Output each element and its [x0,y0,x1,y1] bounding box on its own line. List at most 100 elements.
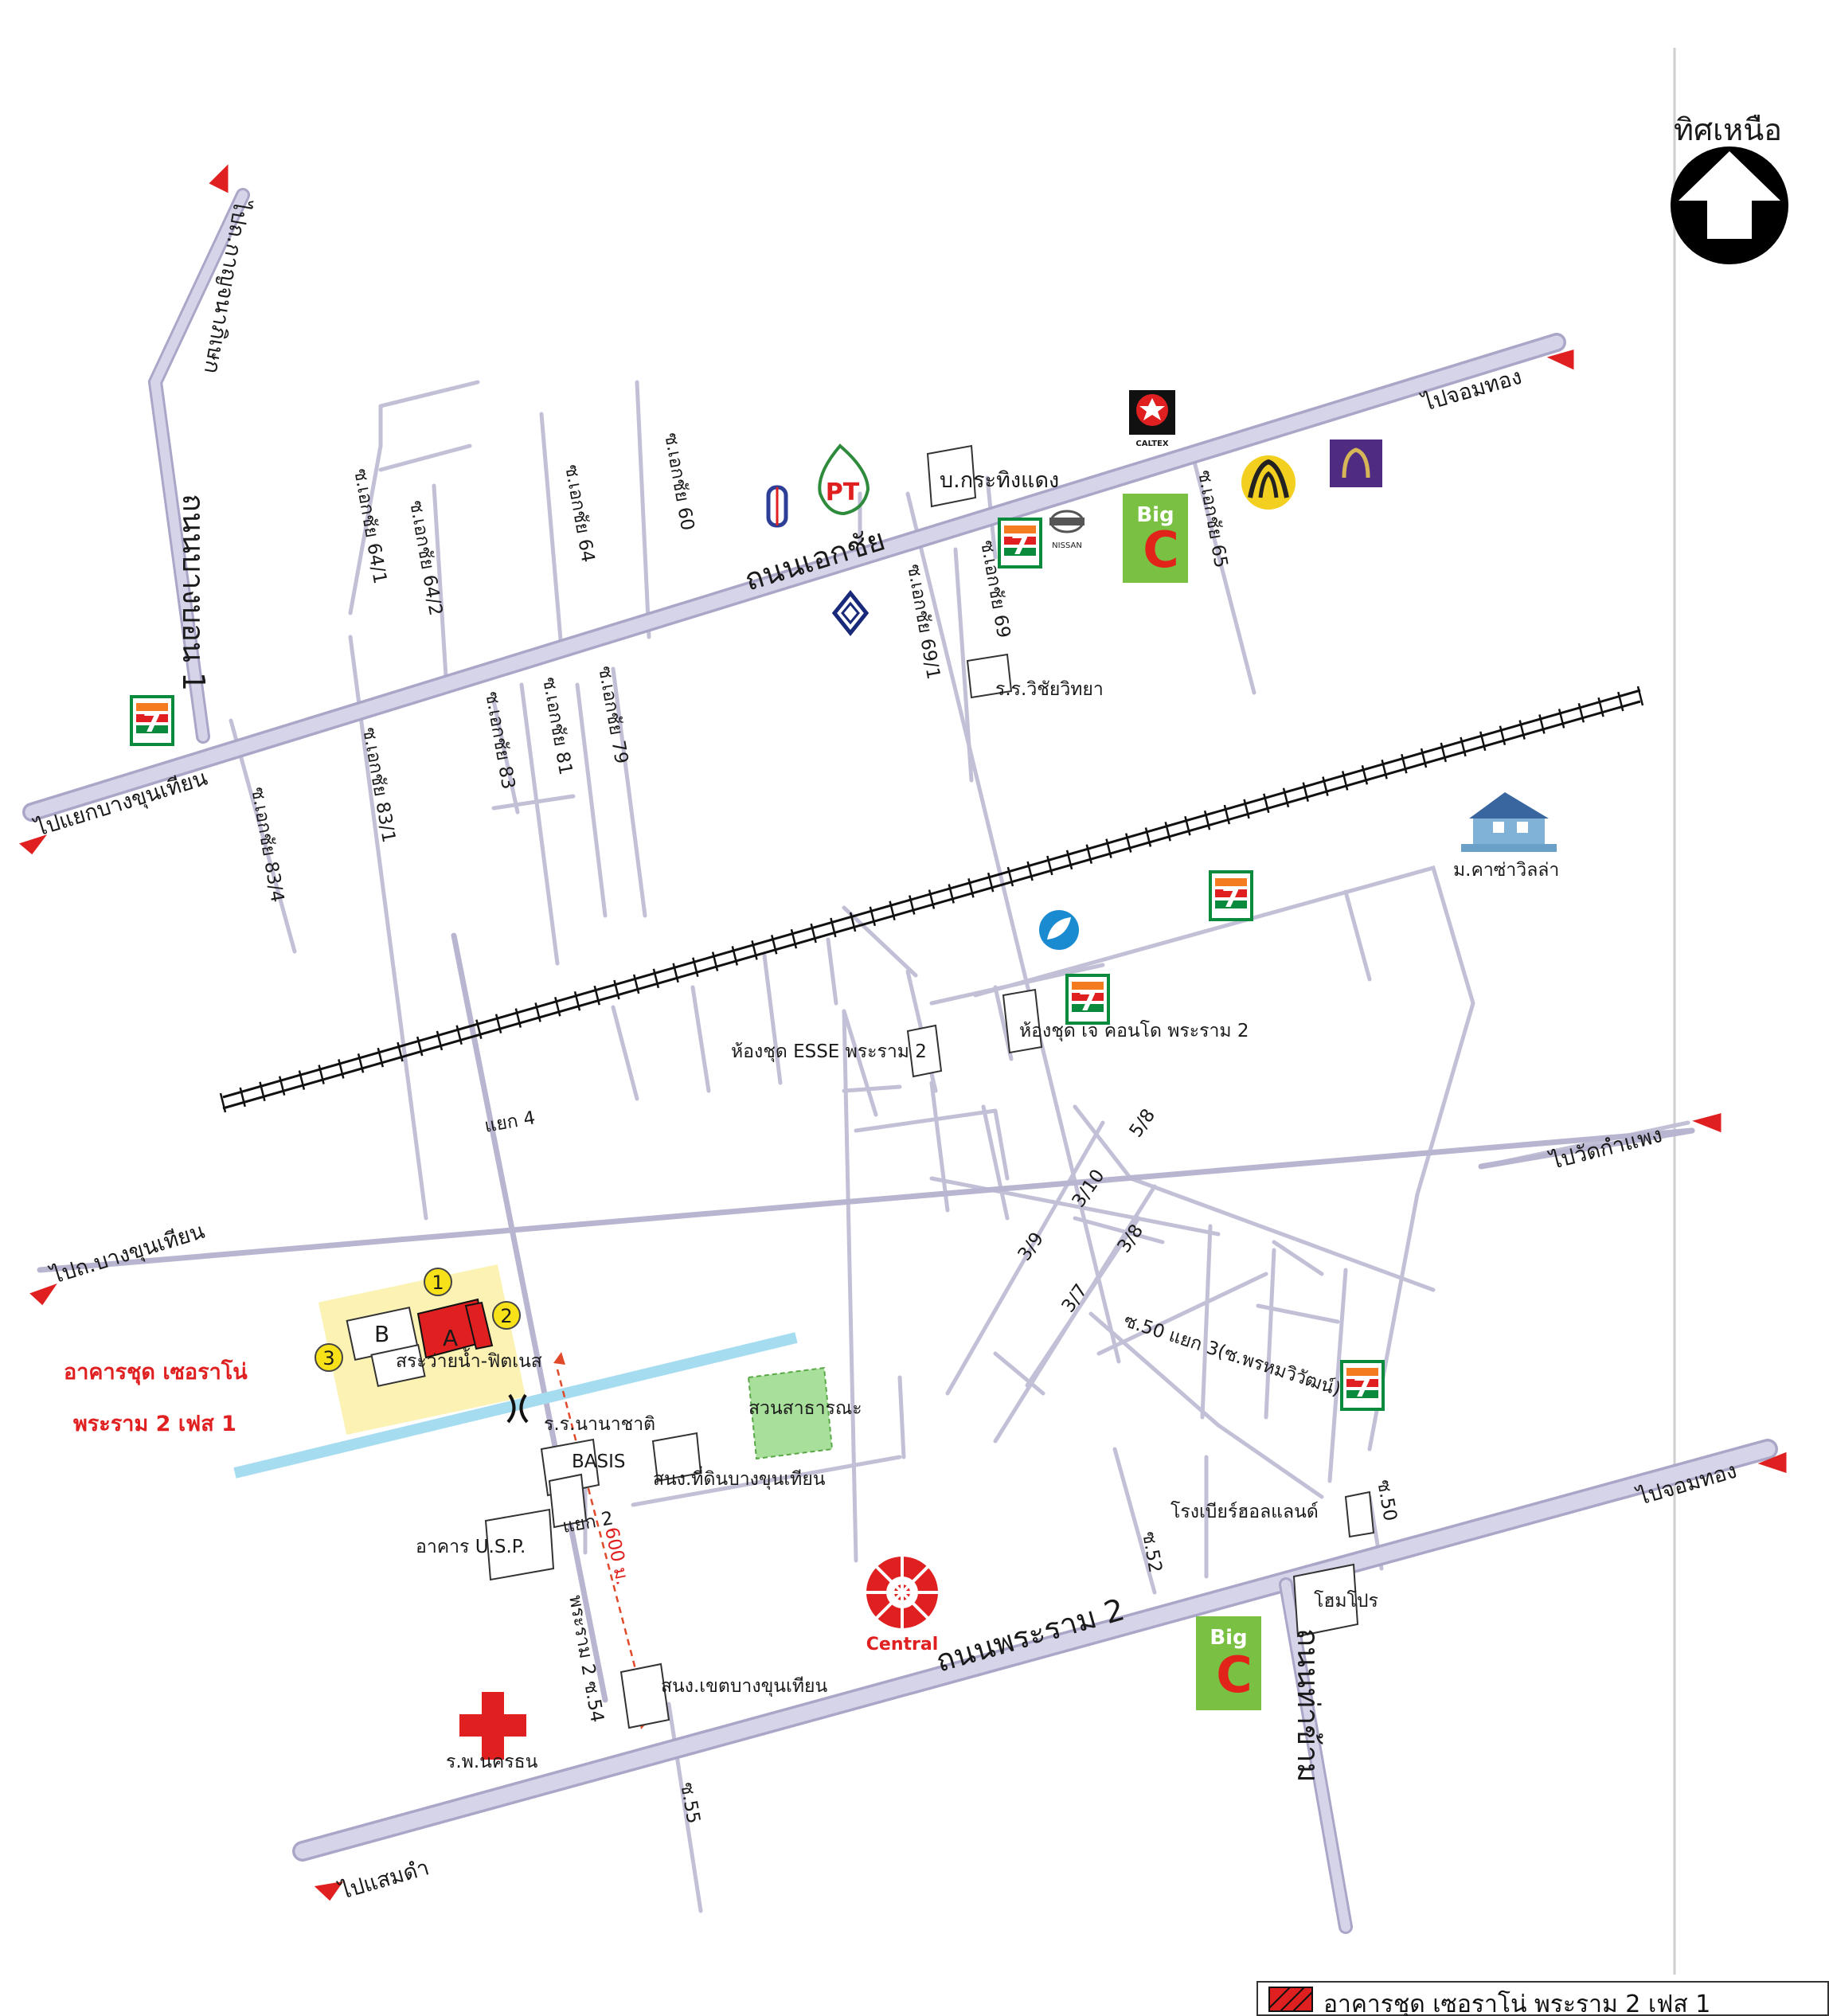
soi-55-label: ซ.55 [676,1781,704,1826]
svg-text:C: C [1143,521,1179,579]
soi-52-label: ซ.52 [1138,1530,1166,1575]
railway-tie [1105,838,1112,858]
railway-tie [1223,804,1231,825]
krungsri-logo-icon [1241,455,1296,510]
railway-tie [830,917,837,938]
marker-1-text: 1 [432,1272,444,1294]
svg-text:Big: Big [1210,1626,1247,1650]
soi-3-7-label: 3/7 [1058,1280,1092,1316]
railway-tie [692,957,699,977]
soi-3-9-label: 3/9 [1014,1229,1049,1264]
railway-tie [1085,844,1092,865]
railway-tie [1263,793,1270,814]
railway-tie [1243,799,1250,819]
railway-tie [869,906,877,927]
railway-tie [436,1030,444,1051]
krungthai-logo-icon [1039,910,1079,950]
railway-tie [1597,697,1604,717]
direction-wat-kamphaeng: ไปวัดกำแพง [1546,1123,1664,1174]
railway-tie [948,884,955,904]
direction-bangkhunthian-road: ไปถ.บางขุนเทียน [47,1219,208,1290]
soi-79-label: ซ.เอกชัย 79 [594,665,631,766]
railway-tie [1203,810,1211,830]
svg-text:C: C [1216,1646,1253,1704]
railway-tie [1538,714,1546,734]
railway-tie [1617,691,1624,712]
marker-2-text: 2 [500,1305,512,1327]
building-boxes [484,444,1375,1729]
soi-81-label: ซ.เอกชัย 81 [538,676,576,777]
bank-logo-icon [766,485,788,528]
railway-tie [1006,866,1014,887]
railway-tie [1381,759,1388,779]
railway-tie [494,1014,502,1033]
railway-tie [672,963,679,983]
railway-tie [1479,731,1487,752]
seven-eleven-logo [1340,1360,1385,1411]
central-text: Central [866,1635,938,1655]
project-label-line1: อาคารชุด เซอราโน่ [64,1358,248,1385]
soi-83-1-label: ซ.เอกชัย 83/1 [358,726,399,845]
railway-tie [1302,782,1309,802]
railway-tie [1518,720,1526,740]
railway-tie [377,1047,384,1068]
seven-eleven-logo [1065,974,1110,1025]
railway-tie [711,951,719,971]
railway-tie [928,889,936,909]
railway-tie [1065,850,1073,870]
soi-50-3-label: ซ.50 แยก 3(ซ.พรหมวิวัฒน์) [1121,1310,1343,1401]
railway [219,686,1644,1113]
soi-64-1-label: ซ.เอกชัย 64/1 [350,467,390,586]
soi-rama2-54-label: พระราม 2 ซ.54 [565,1594,608,1725]
railway-tie [1636,686,1644,706]
railway-tie [1144,827,1152,847]
park-area [747,1366,834,1460]
place-district-office: สนง.เขตบางขุนเทียน [661,1676,828,1697]
nissan-text: NISSAN [1052,541,1082,550]
soi-64-label: ซ.เอกชัย 64 [561,463,598,565]
railway-tie [1341,771,1349,791]
soi-65-label: ซ.เอกชัย 65 [1194,469,1231,570]
bigc-logo: Big C [1196,1616,1261,1710]
road-label-bangbon1: ถนนบางบอน 1 [176,494,211,691]
canal [233,1332,798,1479]
project-label-line2: พระราม 2 เฟส 1 [73,1412,236,1436]
railway-tie [455,1025,463,1045]
railway-tie [1401,753,1408,774]
railway-tie [987,872,995,893]
railway-tie [1499,725,1507,745]
railway-tie [790,928,798,949]
soi-83-4-label: ซ.เอกชัย 83/4 [247,786,287,904]
railway-tie [967,878,975,898]
svg-text:PT: PT [826,479,860,506]
railway-tie [1440,742,1447,763]
railway-tie [1577,702,1585,723]
railway-tie [771,934,778,955]
railway-tie [534,1002,541,1022]
railway-tie [889,901,896,920]
railway-tie [593,985,600,1006]
place-beer: โรงเบียร์ฮอลแลนด์ [1170,1501,1319,1522]
marker-a: A [443,1325,458,1351]
railway-tie [298,1070,306,1090]
railway-tie [514,1008,522,1028]
caltex-logo [1129,390,1175,435]
railway-tie [338,1059,345,1079]
soi-83-label: ซ.เอกชัย 83 [481,690,518,791]
railway-tie [1460,736,1467,757]
railway-tie [318,1065,325,1084]
place-park: สวนสาธารณะ [748,1398,862,1419]
direction-arrows [18,164,1787,1901]
place-casa-villa: ม.คาซ่าวิลล่า [1453,860,1559,881]
railway-tie [1557,709,1565,729]
place-hospital: ร.พ.นครธน [446,1752,538,1772]
railway-tie [1361,765,1369,785]
house-icon [1461,792,1557,852]
road-label-thakham: ถนนท่าข้าม [1291,1628,1326,1783]
place-basis: BASIS [572,1451,626,1472]
caltex-text: CALTEX [1135,440,1168,448]
direction-samaedam: ไปแสมดำ [335,1855,432,1905]
nissan-logo [1049,510,1085,533]
